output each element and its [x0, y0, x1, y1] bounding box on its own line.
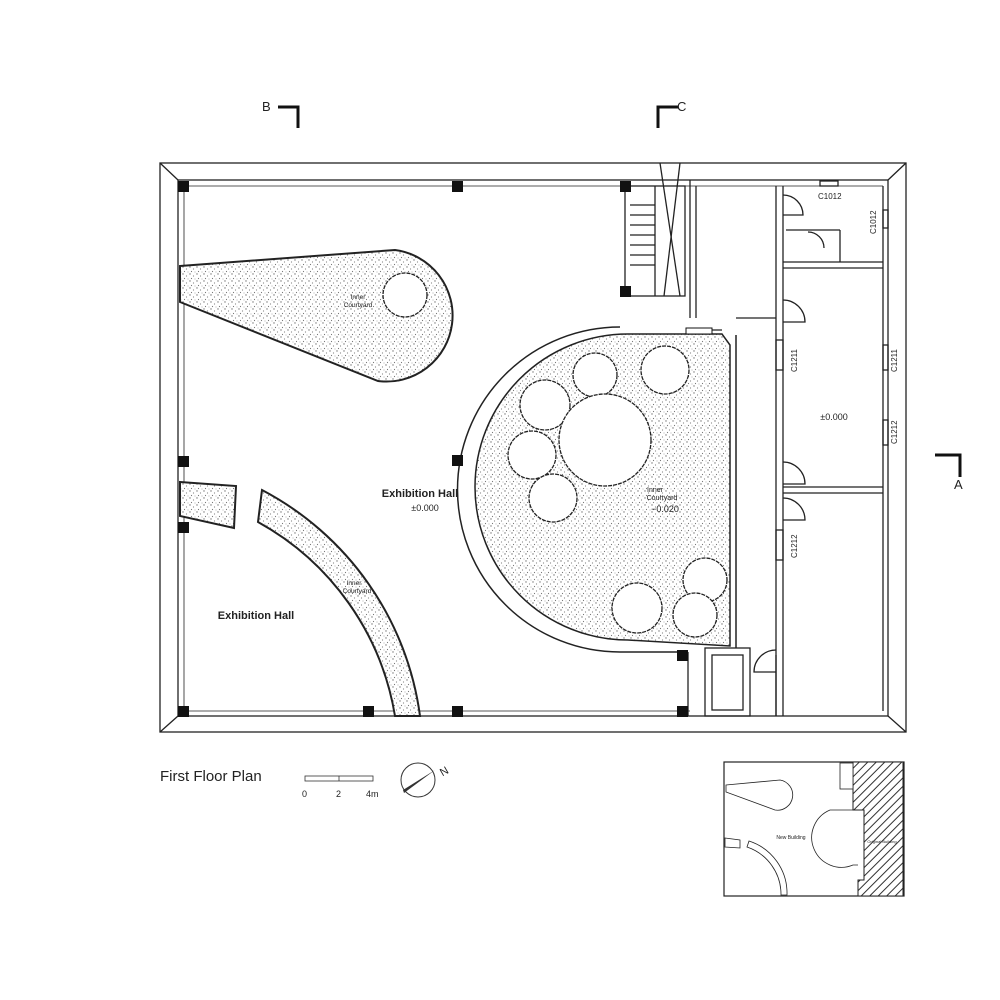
- level-office: ±0.000: [820, 412, 847, 422]
- inner-courtyard-stub: [179, 480, 238, 530]
- drawing-title: First Floor Plan: [160, 768, 262, 785]
- key-plan: New Building Original Building: [723, 761, 905, 897]
- svg-text:Courtyard: Courtyard: [647, 495, 678, 502]
- tree-icon: [611, 582, 663, 634]
- svg-text:B: B: [262, 99, 271, 114]
- room-labels: Exhibition Hall ±0.000 Exhibition Hall I…: [218, 294, 848, 622]
- svg-text:N: N: [438, 765, 451, 779]
- svg-text:C1211: C1211: [890, 348, 899, 372]
- svg-text:C: C: [677, 99, 686, 114]
- svg-text:Courtyard: Courtyard: [343, 588, 372, 595]
- interior-walls: [624, 162, 889, 717]
- svg-text:A: A: [954, 477, 963, 492]
- tree-icon: [572, 352, 618, 398]
- north-arrow-icon: N: [400, 762, 451, 798]
- svg-text:−0.020: −0.020: [651, 504, 679, 514]
- inner-courtyard-teardrop: [179, 248, 454, 383]
- exterior-walls: [159, 162, 907, 733]
- level-exhibition-hall: ±0.000: [411, 503, 438, 513]
- tree-icon: [382, 272, 428, 318]
- key-plan-original-building: Original Building: [867, 839, 896, 844]
- svg-text:4m: 4m: [366, 789, 379, 799]
- columns: [178, 181, 713, 717]
- svg-text:Courtyard: Courtyard: [344, 302, 373, 309]
- courtyard-wall-arc: [456, 326, 680, 653]
- trees: [382, 272, 728, 638]
- svg-text:C1012: C1012: [818, 192, 842, 201]
- svg-text:C1212: C1212: [790, 534, 799, 558]
- section-mark-b: B: [262, 99, 300, 128]
- svg-text:2: 2: [336, 789, 341, 799]
- svg-text:0: 0: [302, 789, 307, 799]
- svg-text:C1012: C1012: [869, 210, 878, 234]
- tree-icon: [558, 393, 652, 487]
- label-exhibition-hall-2: Exhibition Hall: [218, 610, 294, 622]
- key-plan-new-building: New Building: [776, 835, 805, 841]
- svg-text:Inner: Inner: [347, 580, 363, 587]
- label-exhibition-hall: Exhibition Hall: [382, 488, 458, 500]
- window-tags: C1012 C1012 C1211 C1211 C1212 C1212: [790, 192, 899, 558]
- tree-icon: [519, 379, 571, 431]
- scale-bar: 0 2 4m: [302, 775, 379, 799]
- tree-icon: [507, 430, 557, 480]
- svg-text:C1212: C1212: [890, 420, 899, 444]
- tree-icon: [672, 592, 718, 638]
- tree-icon: [528, 473, 578, 523]
- svg-text:C1211: C1211: [790, 348, 799, 372]
- tree-icon: [640, 345, 690, 395]
- inner-courtyard-arc: [256, 488, 422, 717]
- svg-text:Inner: Inner: [351, 294, 367, 301]
- svg-text:Inner: Inner: [647, 487, 664, 494]
- section-mark-a: A: [935, 453, 963, 492]
- tree-icon: [682, 557, 728, 603]
- section-mark-c: C: [656, 99, 686, 128]
